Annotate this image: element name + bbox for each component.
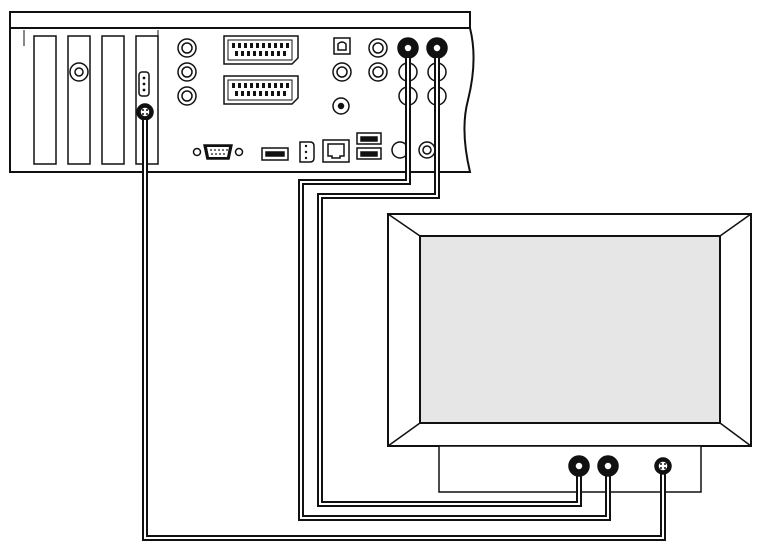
- scart-pin: [274, 43, 277, 48]
- scart-pin: [235, 51, 238, 56]
- scart-pin: [265, 91, 268, 96]
- slot-usb-icon: [138, 71, 150, 97]
- scart-pin: [244, 83, 247, 88]
- expansion-slot: [67, 35, 91, 165]
- scart-pin: [247, 51, 250, 56]
- scart-pin: [283, 51, 286, 56]
- scart-pin: [241, 51, 244, 56]
- scart-pin: [256, 43, 259, 48]
- ethernet-port[interactable]: [322, 139, 350, 163]
- scart-pin: [253, 91, 256, 96]
- scart-pin: [250, 83, 253, 88]
- scart-pin: [238, 83, 241, 88]
- antenna-jack[interactable]: [332, 97, 350, 115]
- pc-rca-jack-2[interactable]: [426, 37, 448, 59]
- scart-pin: [250, 43, 253, 48]
- scart-pin: [232, 83, 235, 88]
- scart-pin: [277, 91, 280, 96]
- audio-jacks-bottom: [391, 141, 436, 159]
- cables: [142, 58, 666, 541]
- expansion-slot: [33, 35, 57, 165]
- scart-port[interactable]: [223, 35, 299, 65]
- pc-case-cut-edge: [463, 27, 475, 173]
- scart-pin: [244, 43, 247, 48]
- scart-connectors: [223, 35, 299, 105]
- scart-pin: [280, 43, 283, 48]
- scart-pin: [259, 91, 262, 96]
- firewire-port[interactable]: [299, 141, 315, 163]
- scart-pin: [286, 43, 289, 48]
- hdmi-port[interactable]: [261, 147, 289, 161]
- expansion-slot: [101, 35, 125, 165]
- scart-pin: [247, 91, 250, 96]
- scart-pin: [271, 91, 274, 96]
- scart-pin: [259, 51, 262, 56]
- audio-jacks-left: [177, 38, 197, 106]
- scart-pin: [277, 51, 280, 56]
- pc-rca-jack-1[interactable]: [397, 37, 419, 59]
- tv-rca-jack-2[interactable]: [597, 455, 619, 477]
- tv-rca-jack-1[interactable]: [568, 455, 590, 477]
- scart-pin: [262, 83, 265, 88]
- cable-svideo: [142, 120, 666, 541]
- rca-jacks-middle: [368, 38, 388, 82]
- scart-port[interactable]: [223, 75, 299, 105]
- slot-jack-icon: [69, 62, 89, 82]
- scart-pin: [283, 91, 286, 96]
- scart-pin: [274, 83, 277, 88]
- optical-port[interactable]: [333, 37, 351, 55]
- scart-pin: [241, 91, 244, 96]
- scart-pin: [286, 83, 289, 88]
- tv-svideo-port[interactable]: [654, 457, 672, 475]
- scart-pin: [265, 51, 268, 56]
- pc-case-outline: [9, 11, 471, 29]
- scart-pin: [271, 51, 274, 56]
- pc-svideo-port[interactable]: [136, 103, 154, 121]
- scart-pin: [256, 83, 259, 88]
- scart-pin: [262, 43, 265, 48]
- usb-ports[interactable]: [356, 132, 382, 160]
- scart-pin: [238, 43, 241, 48]
- coax-audio-jack[interactable]: [332, 62, 352, 82]
- scart-pin: [280, 83, 283, 88]
- scart-pin: [268, 83, 271, 88]
- scart-pin: [232, 43, 235, 48]
- scart-pin: [268, 43, 271, 48]
- cable-composite-1: [298, 58, 611, 521]
- cable-composite-2: [317, 58, 582, 507]
- scart-pin: [235, 91, 238, 96]
- scart-pin: [253, 51, 256, 56]
- tv-screen: [419, 235, 721, 424]
- vga-port[interactable]: [192, 144, 244, 160]
- tv-set: [387, 213, 752, 493]
